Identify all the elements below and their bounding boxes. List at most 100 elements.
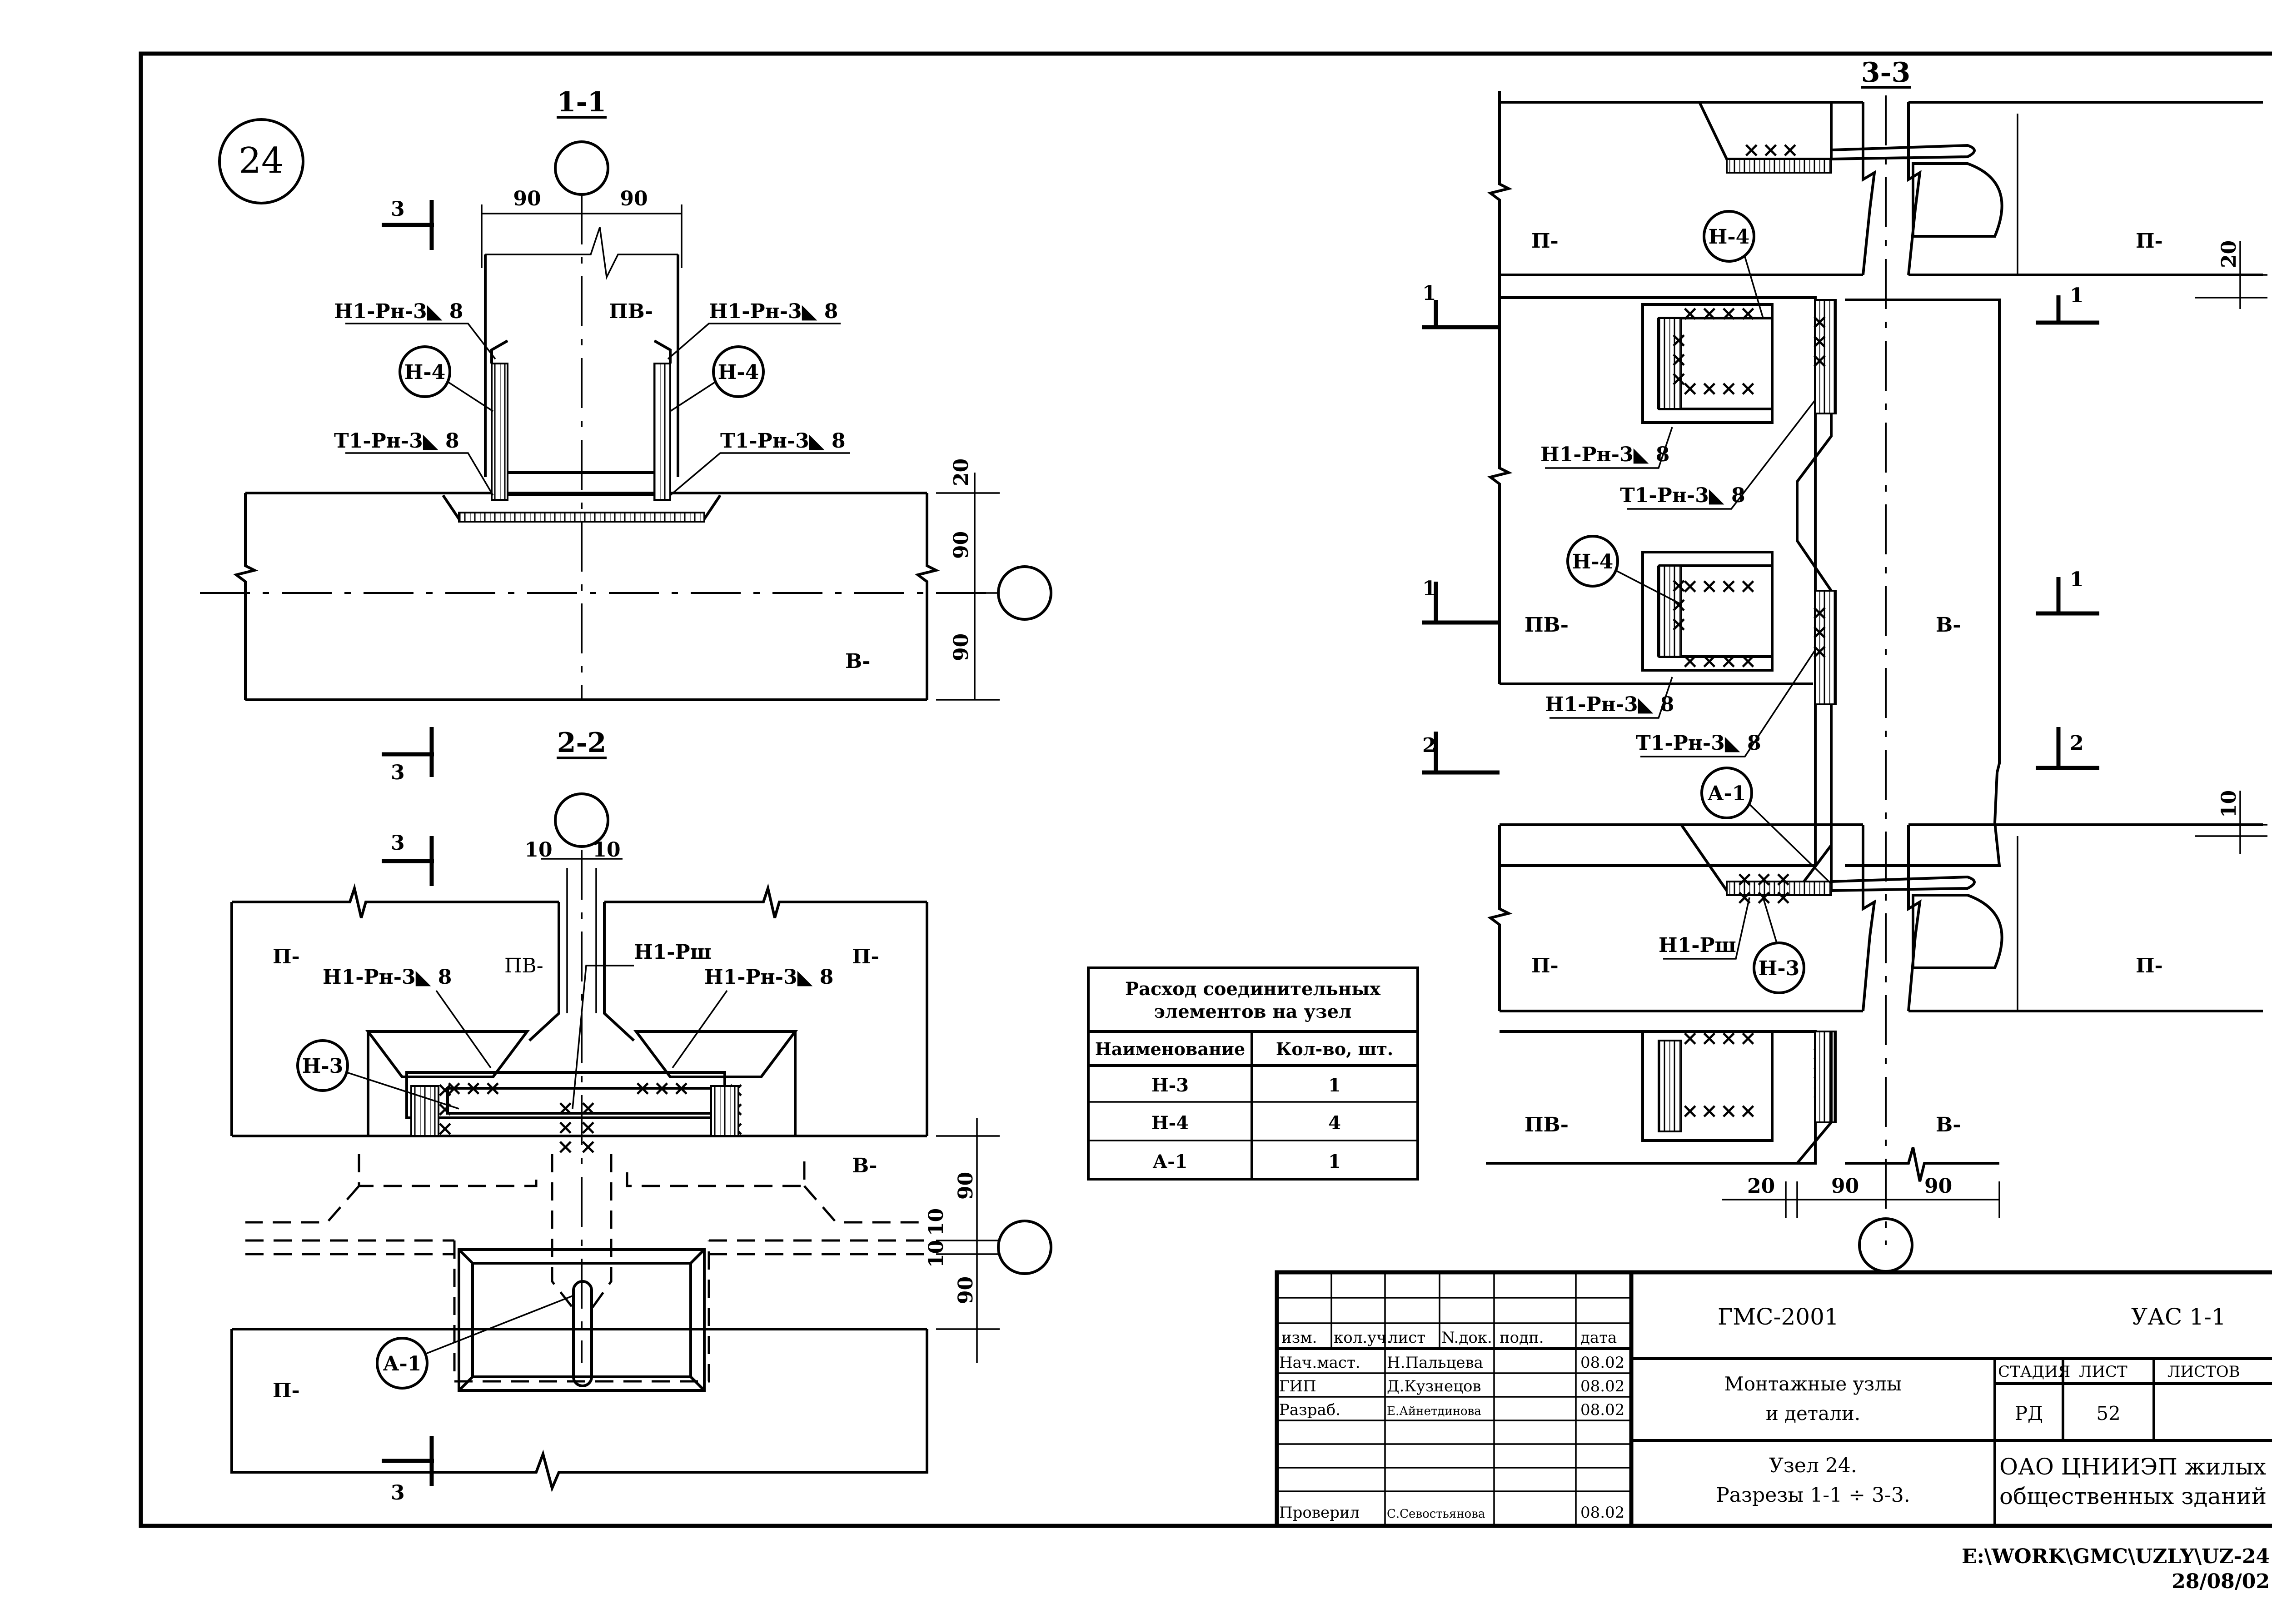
table-row-1-name: Н-3 <box>1151 1075 1189 1096</box>
dim-10-right-22: 10 <box>593 838 620 862</box>
tb-stage: РД <box>2015 1402 2043 1425</box>
callout-n4-33-top: Н-4 <box>1703 210 1764 319</box>
tb-sheet-no: 52 <box>2096 1402 2120 1425</box>
tb-node-1: Узел 24. <box>1769 1454 1857 1477</box>
weld-label-h1-right: Н1-Рн-3◣ 8 <box>709 300 838 323</box>
label-p-22-bl: П- <box>273 1379 300 1402</box>
weld-x-22-center: ××× <box>554 1100 578 1158</box>
dim-10-22a: 10 <box>925 1208 948 1236</box>
section-3-3-title: 3-3 <box>1861 57 1910 89</box>
table-row-1-qty: 1 <box>1328 1075 1341 1096</box>
dim-20-33: 20 <box>2217 240 2241 268</box>
cut-mark-1-a: 1 <box>1422 282 1436 305</box>
tb-header-kol: кол.уч. <box>1334 1329 1391 1347</box>
cut-mark-3-top: 3 <box>391 198 405 221</box>
weld-x-33-lo2: ×××× <box>1681 1098 1759 1123</box>
section-1-1: 1-1 90 90 ПВ- В- Н1-Рн-3◣ 8 Н1-Рн-3◣ 8 <box>200 86 1052 784</box>
axis-marker-right-22 <box>997 1220 1052 1275</box>
callout-n4-33-top-text: Н-4 <box>1709 225 1749 249</box>
dim-90-22b: 90 <box>954 1276 977 1304</box>
dim-90-right: 90 <box>620 187 648 210</box>
title-block: изм. кол.уч. лист N.док. подп. дата Нач.… <box>1275 1270 2272 1528</box>
tb-code: УАС 1-1 <box>2131 1304 2226 1330</box>
cut-mark-3-22-top: 3 <box>391 832 405 855</box>
dim-90-11a: 90 <box>950 531 973 559</box>
weld-x-33-lo1: ×××× <box>1681 1026 1759 1050</box>
dim-90-22a: 90 <box>954 1172 977 1200</box>
tb-sheet-label: ЛИСТ <box>2079 1363 2128 1381</box>
connection-elements-table: Расход соединительных элементов на узел … <box>1087 966 1419 1181</box>
section-2-2: 2-2 10 10 ПВ- ××× ××× <box>230 727 1052 1504</box>
dim-90-left: 90 <box>513 187 541 210</box>
tb-header-podp: подп. <box>1500 1329 1544 1347</box>
tb-header-ndok: N.док. <box>1441 1329 1492 1347</box>
tb-date-1: 08.02 <box>1580 1354 1624 1372</box>
label-p-33-br: П- <box>2136 954 2163 977</box>
label-pv-33: ПВ- <box>1525 613 1569 637</box>
node-number-badge: 24 <box>218 118 304 204</box>
callout-n4-33-mid: Н-4 <box>1566 535 1682 605</box>
label-b-33: В- <box>1936 613 1961 637</box>
label-p-33-tl: П- <box>1531 229 1559 253</box>
cut-mark-3-22-bottom: 3 <box>391 1481 405 1504</box>
table-row-2-name: Н-4 <box>1151 1112 1189 1134</box>
tb-org-2: общественных зданий <box>1999 1483 2267 1509</box>
node-number: 24 <box>239 140 284 181</box>
callout-n4-right: Н-4 <box>670 345 765 412</box>
table-title-2: элементов на узел <box>1154 1001 1352 1022</box>
weld-label-h1-22-right: Н1-Рн-3◣ 8 <box>704 966 833 989</box>
tb-date-4: 08.02 <box>1580 1504 1624 1522</box>
weld-label-t1-33-a: Т1-Рн-3◣ 8 <box>1620 484 1745 507</box>
weld-label-h1rsh-22: Н1-Рш <box>634 941 712 964</box>
weld-x-33-l2: ×××× <box>1681 648 1759 673</box>
label-p-22-tr: П- <box>852 945 879 968</box>
label-pv-11: ПВ- <box>609 300 653 323</box>
weld-x-33-l1: ×××× <box>1681 573 1759 598</box>
tb-project: ГМС-2001 <box>1718 1304 1839 1330</box>
dim-90-11b: 90 <box>950 633 973 661</box>
dim-10-33: 10 <box>2217 790 2241 818</box>
label-p-33-bl: П- <box>1531 954 1559 977</box>
weld-x-33-b2: ××× <box>1736 885 1794 909</box>
tb-header-izm: изм. <box>1281 1329 1317 1347</box>
section-2-2-title: 2-2 <box>557 727 606 759</box>
tb-role-4: Проверил <box>1279 1504 1360 1522</box>
callout-n4-left-text: Н-4 <box>404 361 445 384</box>
weld-label-t1-left: Т1-Рн-3◣ 8 <box>334 429 459 453</box>
weld-x-22-left: ××× <box>445 1076 503 1100</box>
sheet-frame <box>139 51 2272 1528</box>
callout-a1-22-text: А-1 <box>383 1352 422 1375</box>
weld-label-h1rsh-33: Н1-Рш <box>1659 934 1736 957</box>
weld-x-33-u3: ××× <box>1667 332 1692 390</box>
dim-10-22b: 10 <box>925 1240 948 1268</box>
tb-org-1: ОАО ЦНИИЭП жилых <box>1999 1454 2266 1480</box>
callout-n3-33-text: Н-3 <box>1759 957 1799 980</box>
tb-header-data: дата <box>1580 1329 1617 1347</box>
dim-20-11: 20 <box>950 458 973 486</box>
tb-node-2: Разрезы 1-1 ÷ 3-3. <box>1716 1484 1910 1507</box>
tb-name-2: Д.Кузнецов <box>1387 1377 1481 1395</box>
callout-a1-33: А-1 <box>1700 767 1832 885</box>
weld-label-h1-22-left: Н1-Рн-3◣ 8 <box>323 966 452 989</box>
label-b-22: В- <box>852 1154 877 1177</box>
cut-mark-1-c: 1 <box>1422 577 1436 600</box>
table-title-1: Расход соединительных <box>1125 978 1381 1000</box>
dim-20-33-bottom: 20 <box>1747 1175 1775 1198</box>
tb-sheets-label: ЛИСТОВ <box>2167 1363 2240 1381</box>
tb-date-3: 08.02 <box>1580 1401 1624 1419</box>
cut-mark-3-mid: 3 <box>391 761 405 784</box>
tb-subject-1: Монтажные узлы <box>1724 1373 1902 1395</box>
tb-subject-2: и детали. <box>1766 1402 1860 1425</box>
label-p-22-tl: П- <box>273 945 300 968</box>
cut-mark-2-b: 2 <box>2070 732 2084 755</box>
callout-n4-33-mid-text: Н-4 <box>1572 550 1613 573</box>
tb-date-2: 08.02 <box>1580 1377 1624 1395</box>
footer-date: 28/08/02 <box>2172 1570 2270 1593</box>
label-p-33-tr: П- <box>2136 229 2163 253</box>
callout-n3-22-text: Н-3 <box>302 1055 343 1078</box>
weld-x-33-u4: ××× <box>1808 314 1833 372</box>
label-b-11: В- <box>845 650 870 673</box>
weld-x-22-right: ××× <box>634 1076 692 1100</box>
table-row-3-name: А-1 <box>1152 1151 1187 1172</box>
